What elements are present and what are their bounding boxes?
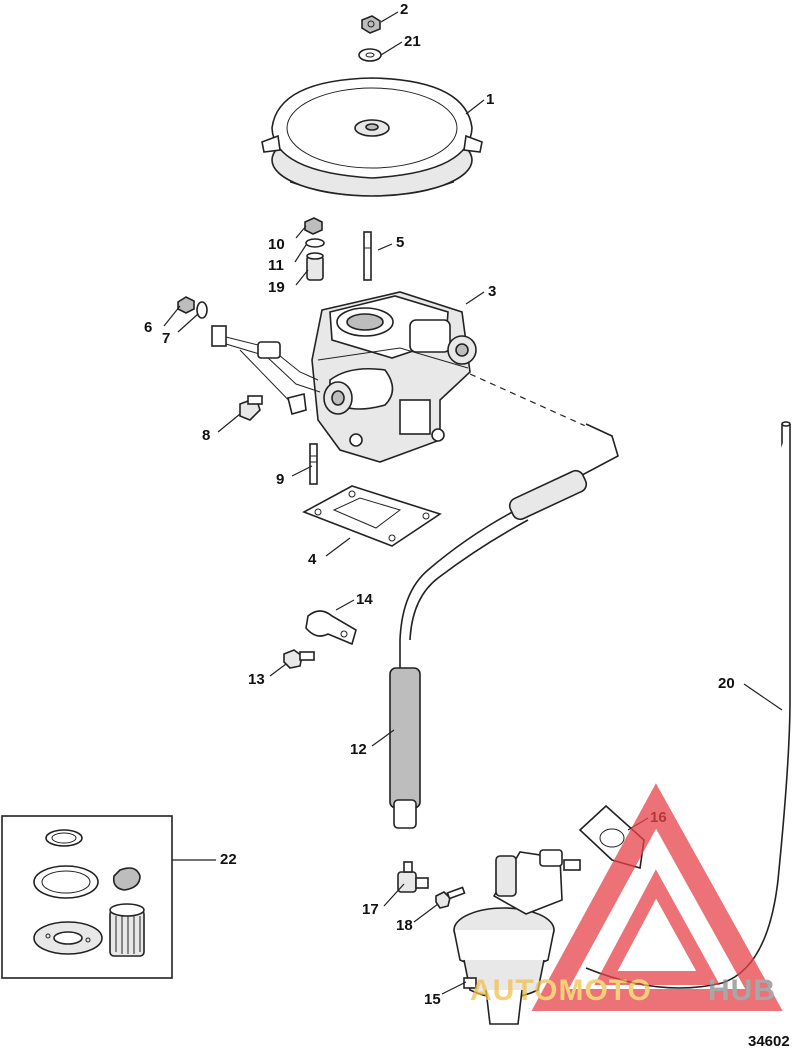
callout-13: 13	[248, 671, 265, 688]
part-21-washer	[358, 48, 382, 62]
callout-11: 11	[268, 257, 284, 274]
callout-20: 20	[718, 675, 735, 692]
part-22-filter-kit	[1, 815, 173, 979]
part-4-gasket	[302, 485, 442, 547]
callout-14: 14	[356, 591, 373, 608]
part-12-fuel-line	[389, 423, 619, 829]
watermark-logo: AUTOMOTO HUB	[470, 783, 783, 1011]
watermark-text-part1: AUTOMOTO	[470, 974, 652, 1007]
part-8-fitting	[239, 395, 263, 421]
callout-17: 17	[362, 901, 379, 918]
watermark-inner-triangle	[594, 869, 720, 985]
figure-number: 34602	[748, 1033, 790, 1050]
part-2-nut	[361, 15, 381, 34]
callout-15: 15	[424, 991, 441, 1008]
callout-3: 3	[488, 283, 496, 300]
part-17-fitting	[397, 861, 429, 893]
callout-21: 21	[404, 33, 421, 50]
callout-12: 12	[350, 741, 367, 758]
callout-5: 5	[396, 234, 404, 251]
callout-2: 2	[400, 1, 408, 18]
part-18-bolt	[435, 886, 466, 909]
watermark-text-part2: HUB	[708, 974, 776, 1007]
part-5-stud	[363, 231, 372, 281]
part-14-clamp	[305, 610, 357, 646]
callout-1: 1	[486, 91, 494, 108]
part-6-nut	[177, 296, 195, 314]
part-9-stud	[309, 443, 318, 485]
part-13-bolt	[283, 649, 315, 669]
part-1-air-cleaner-cover	[261, 77, 483, 197]
callout-7: 7	[162, 330, 170, 347]
alignment-dashed-line	[469, 373, 591, 429]
part-7-washer	[196, 301, 208, 319]
callout-8: 8	[202, 427, 210, 444]
callout-6: 6	[144, 319, 152, 336]
callout-10: 10	[268, 236, 285, 253]
callout-18: 18	[396, 917, 413, 934]
part-20-vent-tube	[585, 421, 791, 989]
callout-4: 4	[308, 551, 317, 568]
callout-19: 19	[268, 279, 285, 296]
part-19-spacer	[306, 252, 324, 281]
watermark-triangle	[531, 783, 783, 1011]
part-11-washer	[305, 238, 325, 248]
callout-9: 9	[276, 471, 284, 488]
part-15-fuel-pump	[453, 849, 581, 1025]
part-10-nut	[304, 217, 323, 235]
part-3-carburetor	[211, 291, 477, 463]
callout-22: 22	[220, 851, 237, 868]
